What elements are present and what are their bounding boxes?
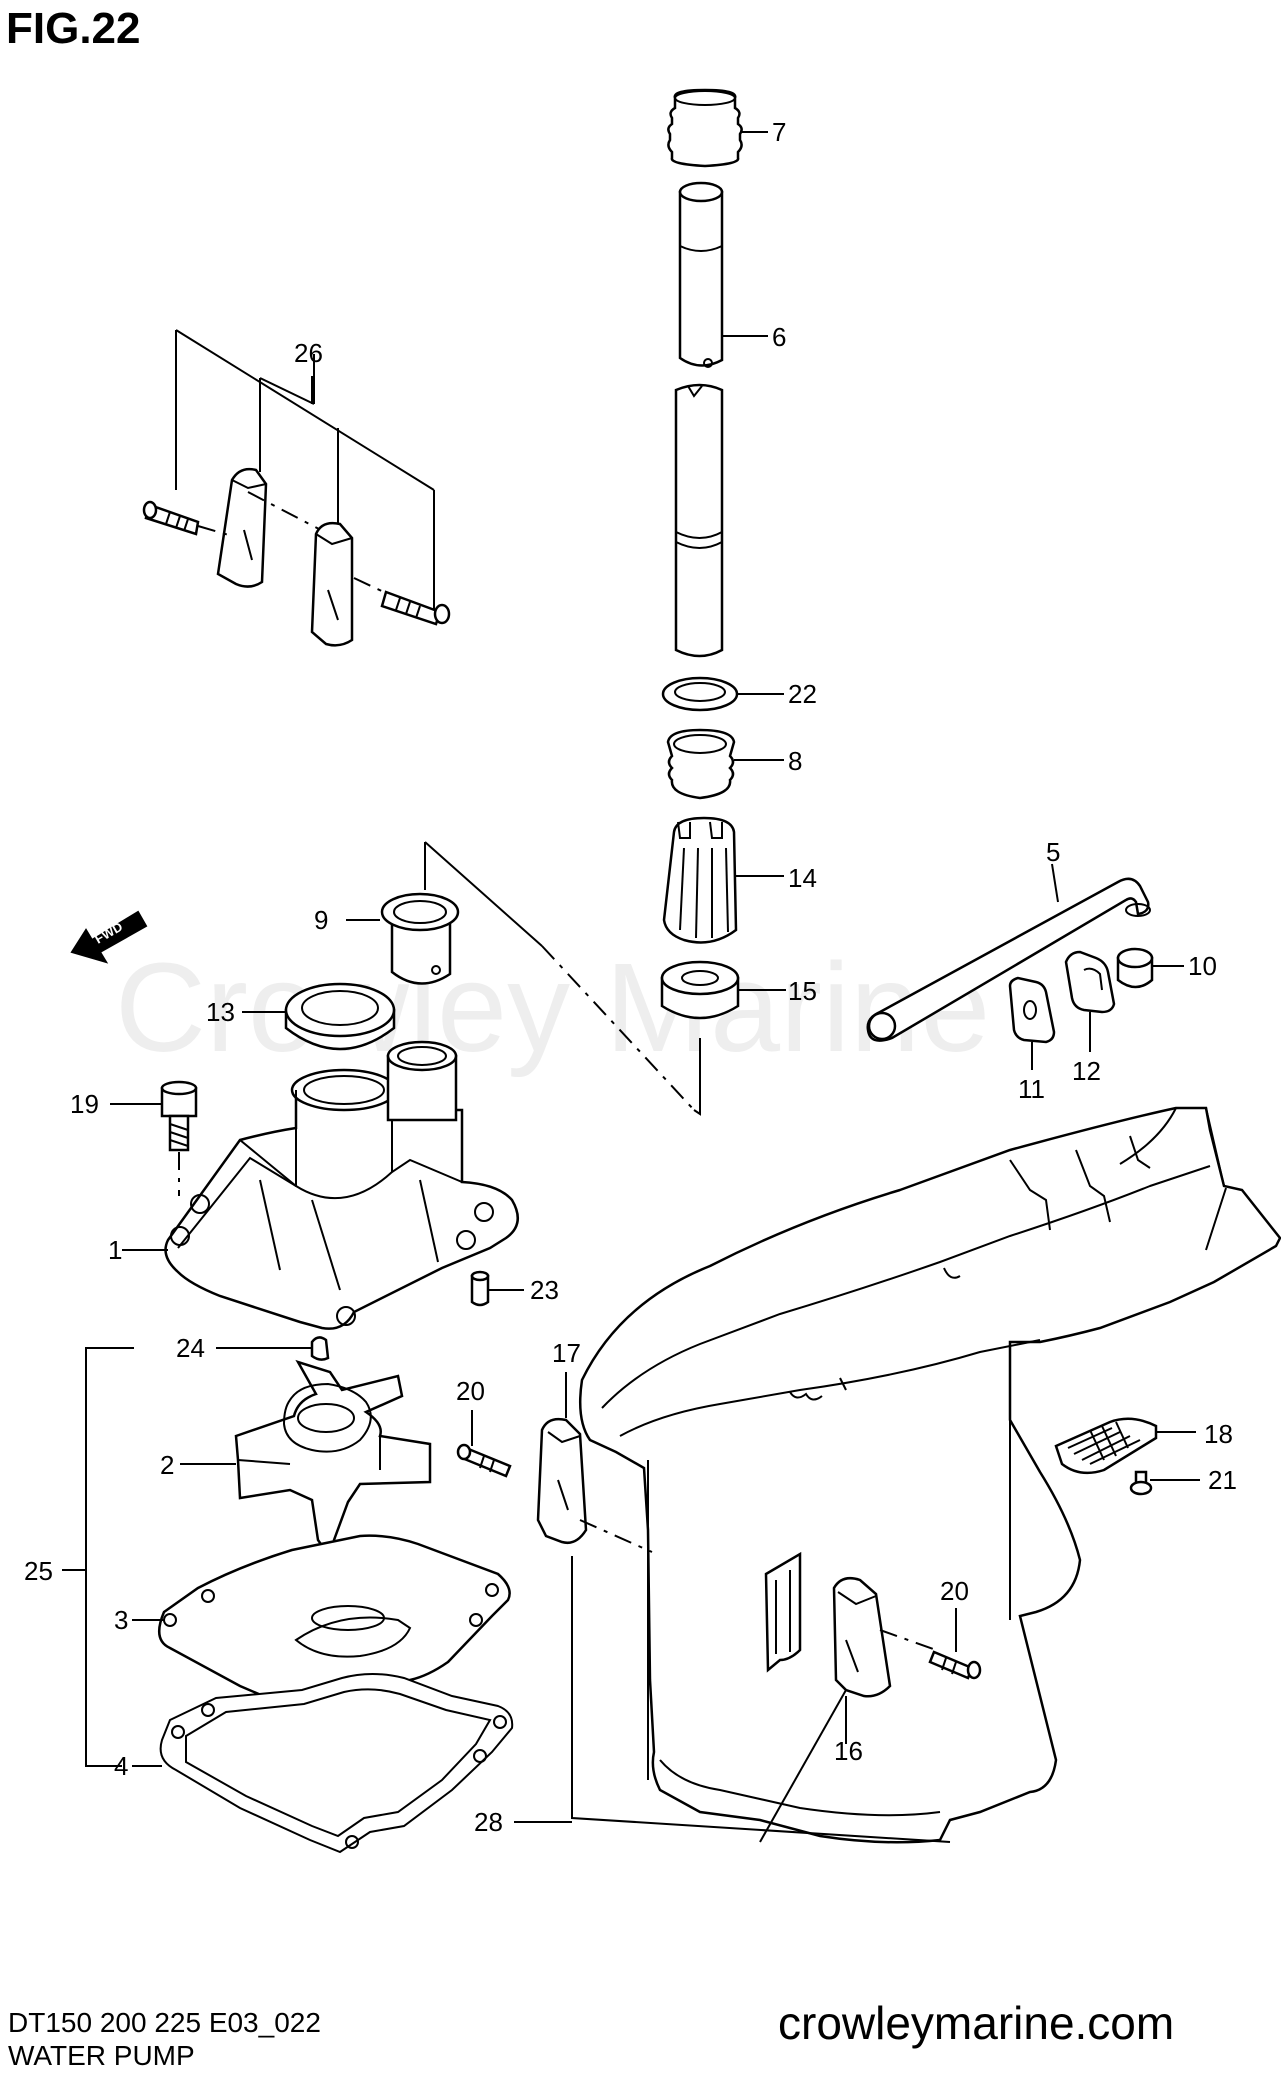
callout-4: 4 [114,1751,128,1781]
callout-6: 6 [772,322,786,352]
callout-2: 2 [160,1450,174,1480]
callout-14: 14 [788,863,817,893]
part-17-anode [536,1372,653,1553]
part-1-pump-case [122,1040,519,1330]
part-6-lower-tube [674,383,724,658]
part-13-seal [242,982,396,1051]
part-26-anodes [142,329,451,647]
part-28-gear-case [514,1106,1281,1844]
callout-24: 24 [176,1333,205,1363]
callout-11: 11 [1018,1074,1045,1104]
callout-13: 13 [206,997,235,1027]
callout-23: 23 [530,1275,559,1305]
callout-16: 16 [834,1736,863,1766]
callout-17: 17 [552,1338,581,1368]
part-19-bolt [110,1080,198,1196]
callout-18: 18 [1204,1419,1233,1449]
watermark-text: Crowley Marine [115,937,991,1078]
model-code: DT150 200 225 E03_022 [8,2007,321,2038]
part-20-bolt-right [928,1608,982,1680]
callout-1: 1 [108,1235,122,1265]
part-11-clip [1008,976,1056,1070]
callout-25: 25 [24,1556,53,1586]
callout-19: 19 [70,1089,99,1119]
part-12-clip [1064,950,1116,1052]
part-18-strainer [1054,1417,1196,1475]
part-9-sleeve [346,892,460,985]
callout-12: 12 [1072,1056,1101,1086]
part-21-screw [1129,1470,1200,1496]
part-20-bolt-left [456,1410,512,1478]
callout-8: 8 [788,746,802,776]
part-4-gasket [132,1673,514,1854]
callout-15: 15 [788,976,817,1006]
callout-26: 26 [294,338,323,368]
part-2-impeller [180,1359,432,1564]
part-14-coupling [662,816,784,944]
callout-20-right: 20 [940,1576,969,1606]
callout-3: 3 [114,1605,128,1635]
part-6-water-tube [678,181,768,368]
callout-28: 28 [474,1807,503,1837]
fwd-arrow-icon: FWD [70,910,148,964]
callout-7: 7 [772,117,786,147]
figure-title: FIG.22 [6,4,141,53]
part-22-washer [661,676,784,712]
part-10-grommet [1116,947,1184,989]
part-23-pin [470,1270,524,1307]
part-16-anode [759,1577,937,1843]
callout-21: 21 [1208,1465,1237,1495]
callout-5: 5 [1046,837,1060,867]
part-7-grommet [667,88,768,168]
callout-20-left: 20 [456,1376,485,1406]
part-5-water-tube [866,863,1151,1042]
part-24-key [216,1336,330,1361]
website-text: crowleymarine.com [778,1997,1175,2049]
figure-caption: WATER PUMP [8,2040,195,2071]
callout-22: 22 [788,679,817,709]
callout-9: 9 [314,905,328,935]
callout-10: 10 [1188,951,1217,981]
part-8-grommet [666,728,784,800]
part-15-seal [660,960,786,1020]
